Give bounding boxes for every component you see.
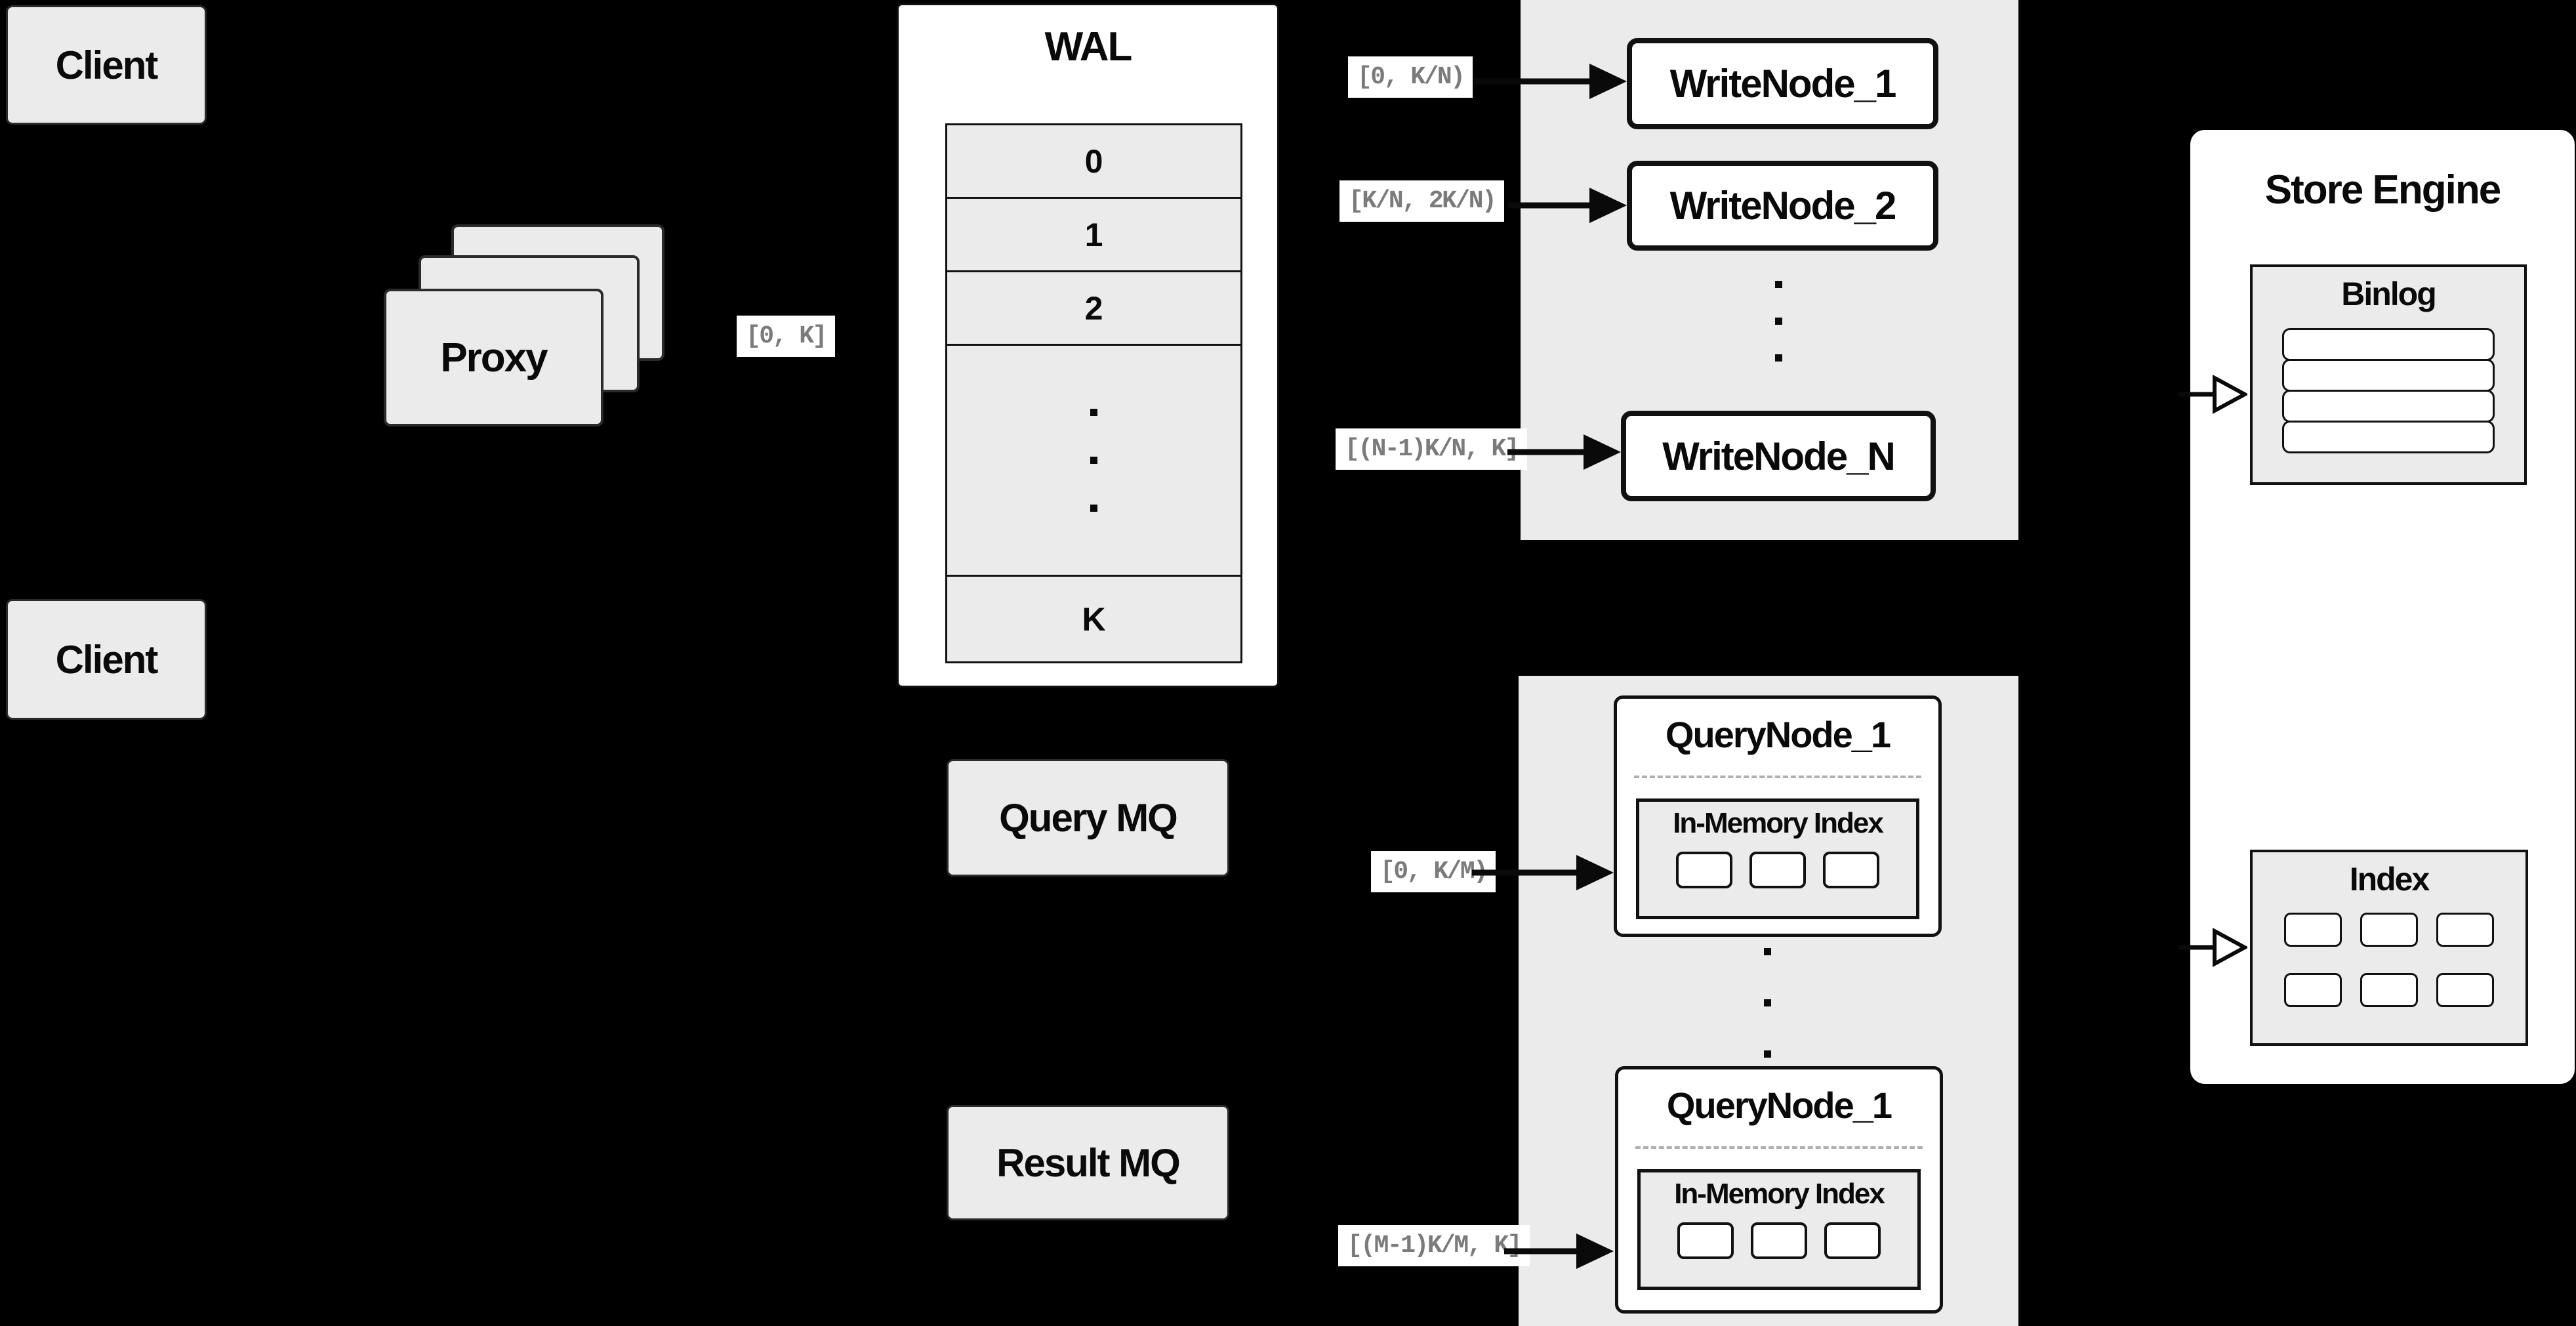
segment-cell — [1677, 1222, 1734, 1259]
wal-cell: 2 — [945, 270, 1242, 346]
query-node-group-panel: QueryNode_1 In-Memory Index QueryNode_1 … — [1519, 676, 2018, 1326]
wal-cell: 0 — [945, 123, 1242, 199]
query-mq-label: Query MQ — [999, 796, 1178, 840]
in-memory-index-box: In-Memory Index — [1637, 1169, 1921, 1290]
binlog-box: Binlog — [2250, 264, 2527, 485]
range-label-write-1: [0, K/N) — [1348, 56, 1473, 98]
index-cell — [2284, 973, 2342, 1007]
wal-cell: K — [945, 575, 1242, 663]
arrow-to-index — [2179, 927, 2247, 968]
binlog-title: Binlog — [2341, 276, 2437, 312]
query-node-title: QueryNode_1 — [1666, 1085, 1892, 1126]
segment-cell — [1676, 852, 1732, 888]
query-node-title: QueryNode_1 — [1665, 714, 1891, 755]
range-label-write-2: [K/N, 2K/N) — [1339, 180, 1505, 222]
write-node-label: WriteNode_1 — [1669, 62, 1897, 106]
arrow-to-binlog — [2179, 374, 2247, 415]
index-row — [2253, 913, 2525, 947]
index-row — [2253, 973, 2525, 1007]
index-cell — [2284, 913, 2342, 947]
arrow-to-write-node-1 — [1474, 64, 1627, 99]
index-cell — [2436, 913, 2494, 947]
wal-cell-stack: 0 1 2 K — [945, 123, 1242, 663]
binlog-row — [2282, 328, 2495, 361]
result-mq-label: Result MQ — [996, 1140, 1181, 1185]
wal-cell-ellipsis — [945, 344, 1242, 577]
index-cell — [2360, 913, 2418, 947]
in-memory-index-box: In-Memory Index — [1636, 798, 1919, 919]
proxy-label: Proxy — [440, 335, 548, 381]
index-box: Index — [2250, 850, 2528, 1046]
store-engine-title: Store Engine — [2264, 167, 2501, 213]
ellipsis-dot — [1775, 318, 1782, 325]
write-node-label: WriteNode_2 — [1669, 184, 1897, 228]
index-title: Index — [2349, 861, 2430, 898]
arrow-to-query-node-m — [1504, 1233, 1614, 1269]
in-memory-index-title: In-Memory Index — [1673, 807, 1884, 839]
client-box-top: Client — [6, 5, 207, 125]
write-node-label: WriteNode_N — [1662, 434, 1896, 478]
query-mq-box: Query MQ — [947, 759, 1229, 877]
ellipsis-dot — [1090, 457, 1097, 464]
proxy-card-front: Proxy — [384, 289, 603, 426]
segment-cell — [1751, 1222, 1807, 1259]
arrow-to-write-node-n — [1507, 434, 1621, 470]
wal-title: WAL — [1044, 24, 1133, 70]
segment-cell — [1749, 852, 1806, 888]
binlog-row — [2282, 359, 2495, 392]
range-label-proxy-wal: [0, K] — [737, 316, 835, 357]
query-node-m-box: QueryNode_1 In-Memory Index — [1615, 1066, 1943, 1314]
in-memory-index-title: In-Memory Index — [1674, 1178, 1885, 1210]
store-engine-panel: Store Engine Binlog Index — [2190, 130, 2575, 1084]
index-cell — [2436, 973, 2494, 1007]
range-label-query-m: [(M-1)K/M, K] — [1338, 1225, 1530, 1266]
segment-row — [1641, 1222, 1917, 1259]
write-node-1-box: WriteNode_1 — [1627, 38, 1938, 129]
binlog-rows — [2253, 328, 2524, 453]
client-box-bottom: Client — [6, 599, 207, 720]
binlog-row — [2282, 421, 2495, 453]
segment-row — [1639, 852, 1916, 888]
segment-cell — [1824, 1222, 1881, 1259]
result-mq-box: Result MQ — [947, 1105, 1229, 1220]
arrow-to-query-node-1 — [1472, 855, 1614, 890]
ellipsis-dot — [1764, 999, 1771, 1006]
binlog-row — [2282, 390, 2495, 423]
wal-cell: 1 — [945, 197, 1242, 272]
arrow-to-write-node-2 — [1508, 188, 1627, 223]
index-cell — [2360, 973, 2418, 1007]
ellipsis-dot — [1775, 354, 1782, 362]
query-node-1-box: QueryNode_1 In-Memory Index — [1614, 695, 1942, 937]
dashed-separator — [1635, 1146, 1923, 1149]
segment-cell — [1823, 852, 1879, 888]
client-label: Client — [55, 637, 159, 682]
ellipsis-dot — [1090, 505, 1097, 512]
write-node-n-box: WriteNode_N — [1621, 411, 1936, 501]
ellipsis-dot — [1775, 281, 1782, 288]
range-label-write-n: [(N-1)K/N, K] — [1336, 428, 1527, 470]
client-label: Client — [55, 43, 159, 87]
write-node-2-box: WriteNode_2 — [1627, 161, 1938, 251]
wal-panel: WAL 0 1 2 K — [897, 3, 1279, 688]
ellipsis-dot — [1090, 409, 1097, 416]
ellipsis-dot — [1764, 1050, 1771, 1058]
dashed-separator — [1634, 776, 1921, 778]
ellipsis-dot — [1764, 948, 1771, 955]
